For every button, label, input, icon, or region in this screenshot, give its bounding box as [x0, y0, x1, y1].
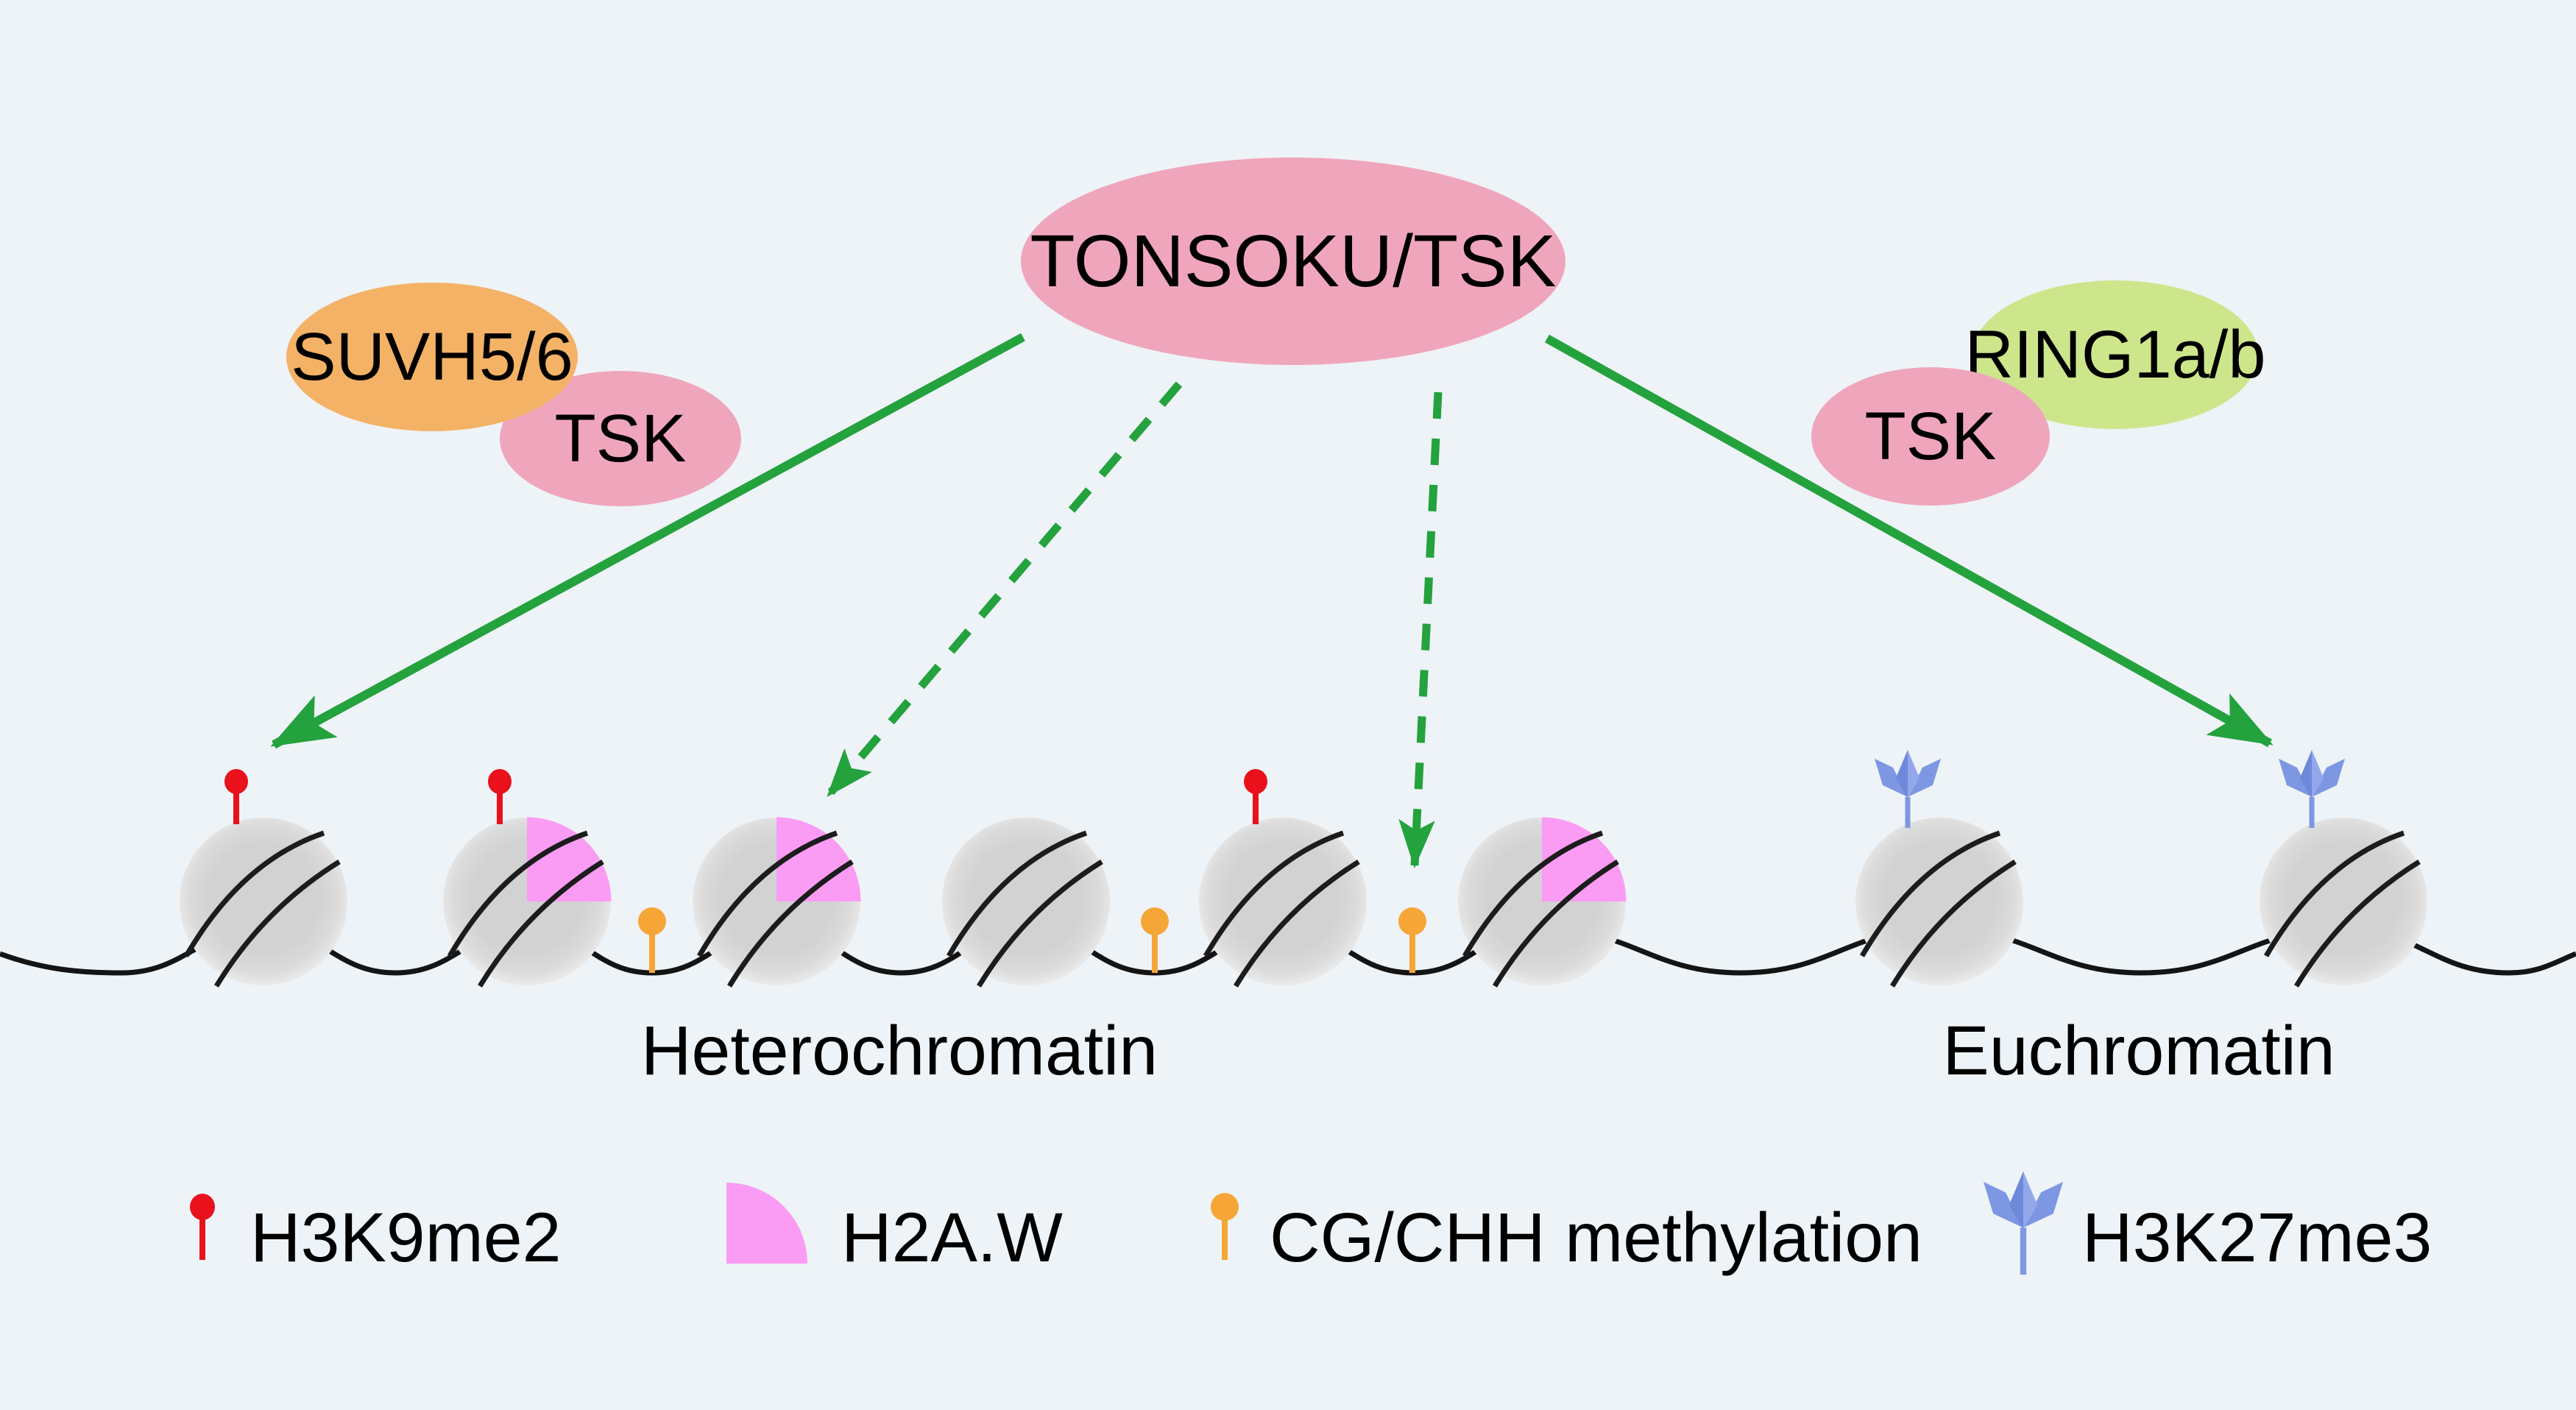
ring1ab-ellipse: RING1a/b	[1964, 280, 2266, 429]
lollipop-head	[1141, 907, 1169, 935]
flower-petal-center	[1896, 750, 1908, 798]
h3k9me2-icon	[1244, 769, 1267, 824]
h3k27me3-icon	[2279, 750, 2345, 828]
lollipop-head	[638, 907, 666, 935]
lollipop-stem	[1409, 933, 1415, 973]
suvh56-label: SUVH5/6	[291, 319, 573, 394]
flower-stem	[2020, 1227, 2027, 1275]
cg-chh-methylation-icon	[638, 907, 666, 973]
legend-label-h3k27me3: H3K27me3	[2082, 1199, 2432, 1277]
nucleosome-6	[1458, 817, 1627, 988]
tonsoku-tsk-ellipse: TONSOKU/TSK	[1021, 157, 1565, 365]
dna-wrap-line	[977, 860, 1103, 988]
nucleosome-1	[180, 818, 347, 988]
nucleosome-8	[2260, 818, 2427, 988]
lollipop-stem	[1152, 933, 1158, 973]
dna-wrap-line	[696, 830, 838, 957]
legend-h2aw-quarter-icon	[726, 1183, 807, 1264]
histone-core	[1855, 818, 2023, 985]
h2aw-quarter-icon	[527, 817, 612, 901]
histone-core	[1199, 818, 1367, 985]
histone-core	[2260, 818, 2427, 985]
flower-petal-center	[2312, 750, 2324, 798]
lollipop-stem	[1222, 1219, 1228, 1260]
tsk-left-label: TSK	[554, 401, 687, 476]
tsk-ellipse-right: TSK	[1811, 367, 2050, 506]
dna-wrap-line	[727, 860, 854, 988]
dna-strand	[0, 926, 2576, 976]
legend-label-h3k9me2: H3K9me2	[250, 1199, 562, 1277]
arrow-tsk-ring-to-h3k27me3	[1545, 334, 2274, 748]
dna-wrap-line	[214, 860, 341, 988]
lollipop-stem	[649, 933, 655, 973]
histone-core	[942, 818, 1110, 985]
h3k9me2-icon	[224, 769, 248, 824]
lollipop-stem	[233, 792, 239, 824]
tsk-right-label: TSK	[1864, 399, 1997, 474]
dna-wrap-line	[1890, 860, 2017, 988]
lollipop-head	[488, 769, 512, 794]
legend-cg-chh-methylation-icon	[1211, 1193, 1239, 1260]
flower-petal-left	[1984, 1182, 2023, 1228]
legend-label-cg-chh-methylation: CG/CHH methylation	[1270, 1199, 1922, 1277]
histone-core	[180, 818, 347, 985]
h2aw-quarter-icon	[776, 817, 861, 901]
nucleosome-5	[1199, 818, 1367, 988]
lollipop-head	[190, 1194, 215, 1220]
dna-wrap-line	[2294, 860, 2421, 988]
legend-label-h2aw: H2A.W	[841, 1199, 1063, 1277]
flower-petal-left	[2279, 759, 2312, 797]
dna-wrap-line	[1462, 830, 1604, 957]
flower-petal-center	[2300, 750, 2312, 798]
heterochromatin-label: Heterochromatin	[640, 1012, 1158, 1090]
flower-petal-right	[1908, 759, 1941, 797]
lollipop-head	[1211, 1193, 1239, 1221]
lollipop-head	[224, 769, 248, 794]
lollipop-stem	[497, 792, 503, 824]
dna-wrap-line	[478, 860, 604, 988]
flower-stem	[2309, 797, 2315, 828]
nucleosome-4	[942, 818, 1110, 988]
legend-icons	[190, 1171, 2063, 1275]
suvh56-ellipse: SUVH5/6	[286, 283, 578, 431]
dna-wrap-line	[946, 830, 1088, 957]
flower-stem	[1905, 797, 1911, 828]
legend-h3k9me2-icon	[190, 1194, 215, 1260]
tsk-ellipse-left: TSK	[500, 371, 741, 506]
euchromatin-label: Euchromatin	[1942, 1012, 2335, 1090]
dna-wrap-line	[1234, 860, 1360, 988]
h2aw-quarter-icon	[1542, 817, 1627, 901]
h3k9me2-icon	[488, 769, 512, 824]
flower-petal-left	[1875, 759, 1908, 797]
arrow-tsk-to-dna-methylation	[1398, 392, 1443, 869]
lollipop-head	[1244, 769, 1267, 794]
lollipop-head	[1398, 907, 1426, 935]
lollipop-stem	[199, 1218, 205, 1260]
ring1ab-label: RING1a/b	[1964, 317, 2266, 392]
dna-wrap-line	[1859, 830, 2001, 957]
arrow-tsk-suvh-to-h3k9me2	[270, 333, 1025, 749]
nucleosome-7	[1855, 818, 2023, 988]
flower-petal-center	[2009, 1171, 2023, 1230]
legend-h3k27me3-flower-icon	[1984, 1171, 2063, 1275]
h3k27me3-icon	[1875, 750, 1941, 828]
nucleosome-2	[443, 817, 612, 988]
flower-petal-right	[2312, 759, 2345, 797]
tonsoku-tsk-label: TONSOKU/TSK	[1030, 220, 1557, 302]
dna-wrap-line	[447, 830, 589, 957]
arrow-tsk-to-h2aw	[825, 381, 1183, 798]
dna-wrap-line	[1203, 830, 1345, 957]
dna-wrap-line	[2263, 830, 2405, 957]
cg-chh-methylation-icon	[1398, 907, 1426, 973]
lollipop-stem	[1253, 792, 1259, 824]
nucleosome-3	[693, 817, 861, 988]
dna-wrap-line	[1493, 860, 1619, 988]
flower-petal-center	[2023, 1171, 2038, 1230]
cg-chh-methylation-icon	[1141, 907, 1169, 973]
flower-petal-center	[1908, 750, 1919, 798]
flower-petal-right	[2023, 1182, 2063, 1228]
dna-wrap-line	[183, 830, 325, 957]
